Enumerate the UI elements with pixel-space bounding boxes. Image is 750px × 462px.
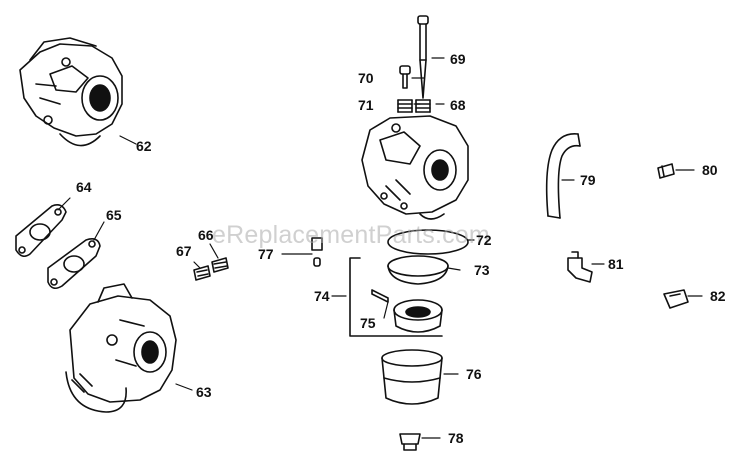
screw-70 bbox=[399, 65, 411, 89]
callout-62: 62 bbox=[136, 138, 152, 154]
callout-67: 67 bbox=[176, 243, 192, 259]
drain-screw-78 bbox=[399, 433, 421, 451]
carburetor-63 bbox=[65, 283, 177, 413]
callout-65: 65 bbox=[106, 207, 122, 223]
carburetor-62 bbox=[19, 37, 123, 147]
callout-82: 82 bbox=[710, 288, 726, 304]
spring-71 bbox=[397, 99, 413, 113]
gasket-72 bbox=[387, 229, 469, 255]
callout-80: 80 bbox=[702, 162, 718, 178]
callout-68: 68 bbox=[450, 97, 466, 113]
spring-67 bbox=[193, 265, 211, 281]
gasket-64 bbox=[15, 204, 67, 258]
callout-72: 72 bbox=[476, 232, 492, 248]
callout-77: 77 bbox=[258, 246, 274, 262]
pin-75 bbox=[371, 289, 389, 303]
watermark: eReplacementParts.com bbox=[212, 221, 490, 249]
callout-75: 75 bbox=[360, 315, 376, 331]
callout-81: 81 bbox=[608, 256, 624, 272]
callout-74: 74 bbox=[314, 288, 330, 304]
callout-69: 69 bbox=[450, 51, 466, 67]
spring-68 bbox=[415, 99, 431, 113]
leader-lines bbox=[57, 57, 703, 439]
fitting-80 bbox=[657, 163, 675, 179]
callout-79: 79 bbox=[580, 172, 596, 188]
elbow-81 bbox=[567, 251, 593, 283]
gasket-65 bbox=[47, 238, 101, 290]
fuel-line-79 bbox=[545, 133, 581, 219]
callout-63: 63 bbox=[196, 384, 212, 400]
callout-66: 66 bbox=[198, 227, 214, 243]
float-assembly-74 bbox=[393, 299, 443, 333]
callout-73: 73 bbox=[474, 262, 490, 278]
bracket-74 bbox=[349, 257, 443, 337]
callout-71: 71 bbox=[358, 97, 374, 113]
screw-66 bbox=[211, 257, 229, 273]
fitting-77 bbox=[311, 237, 323, 267]
fitting-82 bbox=[663, 289, 689, 309]
float-73 bbox=[387, 255, 449, 285]
float-bowl-76 bbox=[381, 349, 443, 405]
callout-78: 78 bbox=[448, 430, 464, 446]
callout-76: 76 bbox=[466, 366, 482, 382]
needle-69 bbox=[417, 15, 429, 99]
callout-64: 64 bbox=[76, 179, 92, 195]
carburetor-main bbox=[361, 115, 469, 220]
callout-70: 70 bbox=[358, 70, 374, 86]
